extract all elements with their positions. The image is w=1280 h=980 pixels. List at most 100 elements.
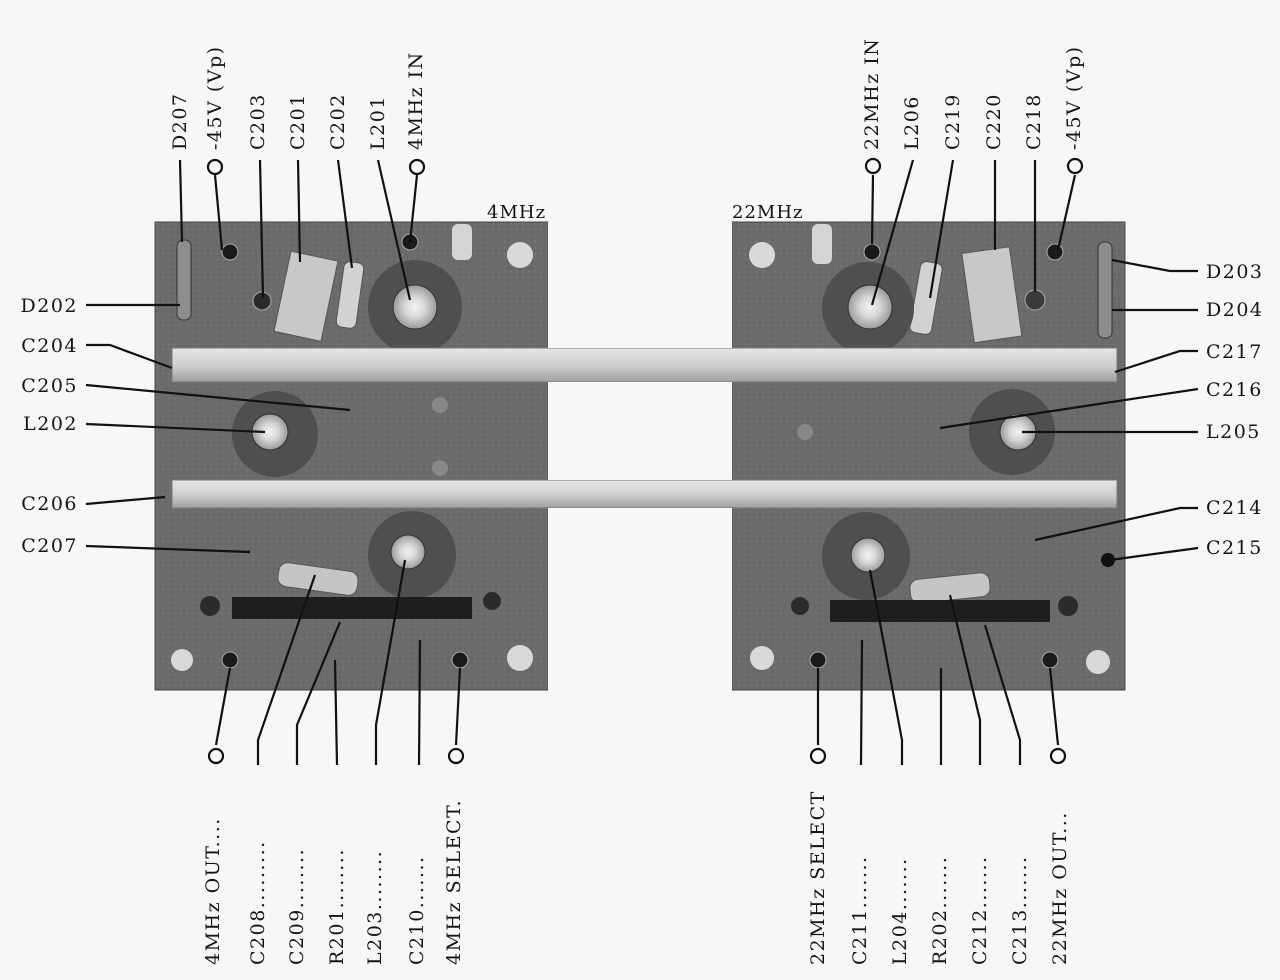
leader-c215 xyxy=(1109,546,1199,562)
board-gap xyxy=(548,382,732,480)
label-c207: C207 xyxy=(21,535,78,557)
leader-d203 xyxy=(1111,258,1198,273)
leader-4mhz-in xyxy=(408,174,419,243)
leader-c201 xyxy=(296,159,302,263)
leader-c209 xyxy=(295,621,342,765)
capacitor-c201 xyxy=(273,250,339,342)
label-c211: C211....... xyxy=(849,855,871,965)
standoff xyxy=(452,224,472,260)
terminal xyxy=(809,651,827,669)
label-l202: L202 xyxy=(23,413,78,435)
label-c210: C210....... xyxy=(406,855,428,965)
mount-hole xyxy=(1086,650,1110,674)
leader-c202 xyxy=(336,159,354,269)
label-r202: R202....... xyxy=(929,855,951,965)
label-c214: C214 xyxy=(1206,497,1263,519)
pad xyxy=(797,424,813,440)
leader-l206 xyxy=(870,159,915,306)
leader-22mhz-in xyxy=(870,174,875,245)
label-22mhz-select: 22MHz SELECT xyxy=(807,790,829,965)
terminal xyxy=(451,651,469,669)
leader-lines xyxy=(85,157,1199,766)
leader-4mhz-out xyxy=(214,667,232,746)
terminal xyxy=(221,651,239,669)
pad xyxy=(432,397,448,413)
pad xyxy=(483,592,501,610)
leader-l204 xyxy=(868,569,904,765)
terminal-marker-4mhz-in xyxy=(408,158,426,176)
mount-hole xyxy=(749,242,775,268)
pad xyxy=(200,596,220,616)
label-vp-22mhz: -45V (Vp) xyxy=(1063,45,1085,150)
board-gap xyxy=(548,222,732,348)
coil-l201 xyxy=(392,284,438,330)
diode-d202 xyxy=(176,239,192,321)
coil-l206 xyxy=(847,284,893,330)
leader-c211 xyxy=(859,639,864,766)
leader-vp-22mhz xyxy=(1056,174,1077,251)
label-c215: C215 xyxy=(1206,537,1263,559)
label-d207: D207 xyxy=(169,92,191,151)
label-c204: C204 xyxy=(21,335,78,357)
leader-c207 xyxy=(85,544,251,554)
label-l203: L203........ xyxy=(364,849,386,965)
label-c205: C205 xyxy=(21,375,78,397)
label-4mhz-out: 4MHz OUT.... xyxy=(202,817,224,965)
label-c213: C213....... xyxy=(1009,855,1031,965)
terminal xyxy=(221,243,239,261)
capacitor-c218 xyxy=(1024,289,1046,311)
label-c201: C201 xyxy=(287,93,309,150)
ground-strap xyxy=(830,600,1050,622)
pad xyxy=(432,460,448,476)
label-c218: C218 xyxy=(1023,93,1045,150)
leader-22mhz-out xyxy=(1048,667,1060,746)
label-vp-4mhz: -45V (Vp) xyxy=(204,45,226,150)
leader-4mhz-select xyxy=(454,667,462,746)
pad xyxy=(1101,553,1115,567)
terminal xyxy=(1041,651,1059,669)
terminal-marker-4mhz-out xyxy=(207,747,225,765)
leader-c205 xyxy=(85,383,351,412)
leader-vp-4mhz xyxy=(213,174,224,251)
leader-c206 xyxy=(85,495,166,506)
leader-c210 xyxy=(417,639,422,766)
mount-hole xyxy=(507,645,533,671)
leader-c212 xyxy=(948,594,982,765)
label-c208: C208......... xyxy=(247,840,269,965)
label-c216: C216 xyxy=(1206,379,1263,401)
leader-c216 xyxy=(939,387,1199,430)
terminal xyxy=(863,243,881,261)
leader-c204 xyxy=(86,343,173,370)
leader-l202 xyxy=(85,422,266,434)
terminal-marker-vp-22mhz xyxy=(1066,157,1084,175)
terminal-marker-22mhz-in xyxy=(864,157,882,175)
standoff xyxy=(812,224,832,264)
label-c206: C206 xyxy=(21,493,78,515)
board-4mhz xyxy=(154,221,549,691)
label-c209: C209........ xyxy=(286,847,308,965)
leader-l203 xyxy=(374,559,407,765)
label-c217: C217 xyxy=(1206,341,1263,363)
label-c212: C212....... xyxy=(969,855,991,965)
label-r201: R201........ xyxy=(326,848,348,965)
label-d203: D203 xyxy=(1206,261,1264,283)
label-d202: D202 xyxy=(20,295,78,317)
leader-c203 xyxy=(258,159,265,299)
leader-c217 xyxy=(1114,349,1198,374)
label-c202: C202 xyxy=(327,93,349,150)
leader-l201 xyxy=(376,159,412,301)
label-c220: C220 xyxy=(983,93,1005,150)
label-l201: L201 xyxy=(367,95,389,150)
board-gap xyxy=(548,508,732,690)
label-22mhz-out: 22MHz OUT... xyxy=(1049,811,1071,965)
label-d204: D204 xyxy=(1206,299,1264,321)
ground-strap xyxy=(232,597,472,619)
label-l204: L204....... xyxy=(889,857,911,965)
leader-c214 xyxy=(1034,506,1198,542)
board-22mhz xyxy=(731,221,1126,691)
board-4mhz-title: 4MHz xyxy=(487,202,547,223)
coil-l204 xyxy=(850,537,886,573)
pad xyxy=(791,597,809,615)
